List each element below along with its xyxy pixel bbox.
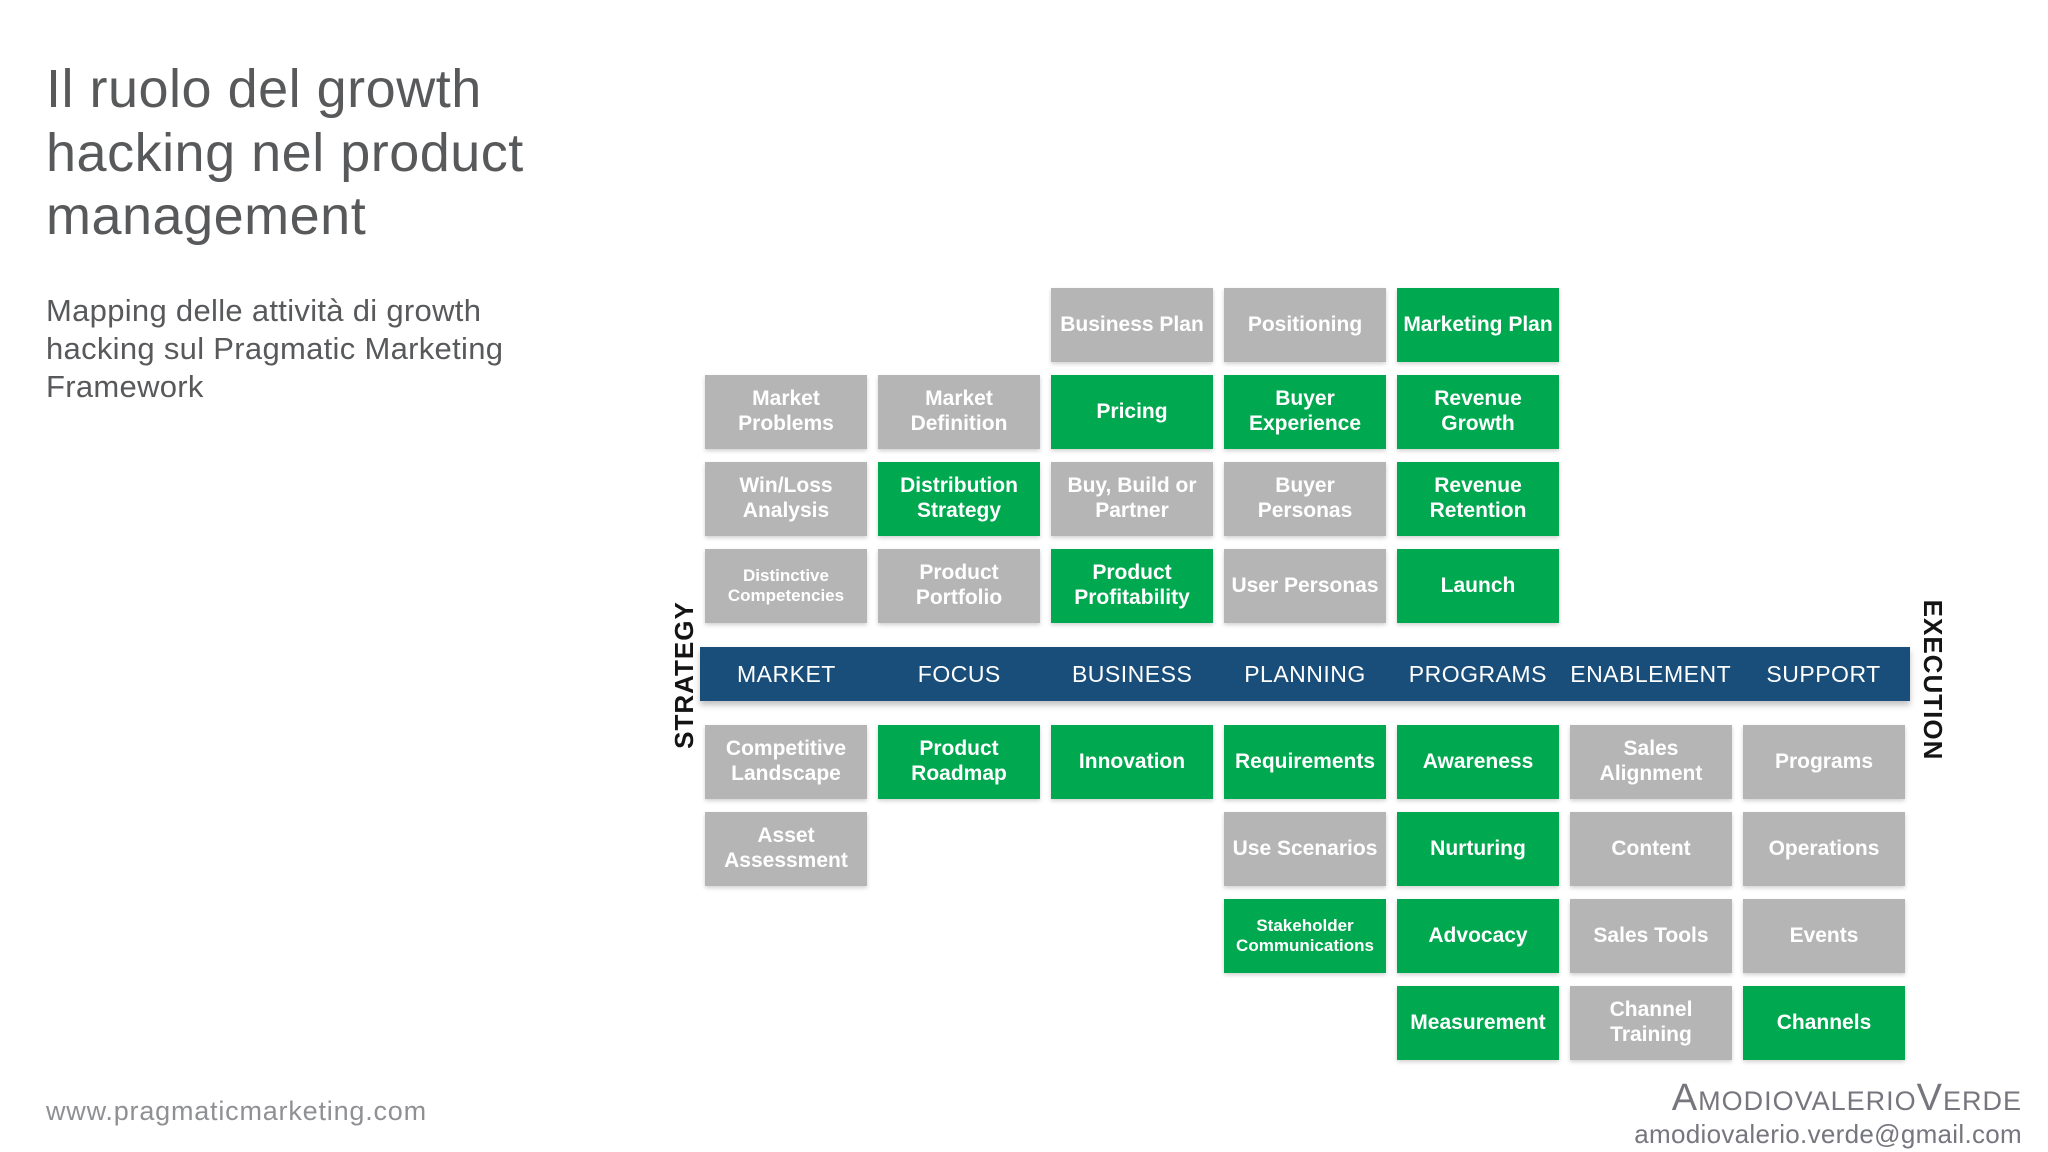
cell-nurturing: Nurturing xyxy=(1397,812,1559,886)
column-header-planning: PLANNING xyxy=(1244,660,1366,687)
cell-asset-assessment: Asset Assessment xyxy=(705,812,867,886)
column-header-support: SUPPORT xyxy=(1766,660,1881,687)
cell-revenue-growth: Revenue Growth xyxy=(1397,375,1559,449)
cell-buyer-personas: Buyer Personas xyxy=(1224,462,1386,536)
cell-business-plan: Business Plan xyxy=(1051,288,1213,362)
cell-sales-alignment: Sales Alignment xyxy=(1570,725,1732,799)
cell-competitive-landscape: Competitive Landscape xyxy=(705,725,867,799)
cell-use-scenarios: Use Scenarios xyxy=(1224,812,1386,886)
execution-axis-label: EXECUTION xyxy=(1918,599,1949,761)
author-first-name: Amodiovalerio xyxy=(1671,1077,1917,1119)
author-email: amodiovalerio.verde@gmail.com xyxy=(1634,1118,2022,1149)
cell-user-personas: User Personas xyxy=(1224,549,1386,623)
cell-distinctive-competencies: Distinctive Competencies xyxy=(705,549,867,623)
cell-innovation: Innovation xyxy=(1051,725,1213,799)
column-header-focus: FOCUS xyxy=(917,660,1001,687)
cell-market-definition: Market Definition xyxy=(878,375,1040,449)
cell-events: Events xyxy=(1743,899,1905,973)
cell-positioning: Positioning xyxy=(1224,288,1386,362)
author-block: AmodiovalerioVerde amodiovalerio.verde@g… xyxy=(1634,1077,2022,1150)
column-header-programs: PROGRAMS xyxy=(1408,660,1547,687)
cell-content: Content xyxy=(1570,812,1732,886)
cell-distribution-strategy: Distribution Strategy xyxy=(878,462,1040,536)
cell-channel-training: Channel Training xyxy=(1570,986,1732,1060)
cell-product-roadmap: Product Roadmap xyxy=(878,725,1040,799)
cell-pricing: Pricing xyxy=(1051,375,1213,449)
cell-channels: Channels xyxy=(1743,986,1905,1060)
cell-advocacy: Advocacy xyxy=(1397,899,1559,973)
strategy-axis-label: STRATEGY xyxy=(668,601,699,749)
pragmatic-marketing-framework-grid: Business Plan Positioning Marketing Plan… xyxy=(700,288,1910,1060)
cell-marketing-plan: Marketing Plan xyxy=(1397,288,1559,362)
column-header-business: BUSINESS xyxy=(1071,660,1193,687)
page-subtitle: Mapping delle attività di growth hacking… xyxy=(46,293,504,404)
column-header-market: MARKET xyxy=(737,660,836,687)
framework-header-bar: MARKET FOCUS BUSINESS PLANNING PROGRAMS … xyxy=(700,647,1910,701)
cell-buyer-experience: Buyer Experience xyxy=(1224,375,1386,449)
page-title: Il ruolo del growth hacking nel product … xyxy=(46,59,524,247)
cell-product-portfolio: Product Portfolio xyxy=(878,549,1040,623)
cell-requirements: Requirements xyxy=(1224,725,1386,799)
cell-revenue-retention: Revenue Retention xyxy=(1397,462,1559,536)
author-name: AmodiovalerioVerde xyxy=(1634,1077,2022,1120)
cell-launch: Launch xyxy=(1397,549,1559,623)
cell-awareness: Awareness xyxy=(1397,725,1559,799)
cell-operations: Operations xyxy=(1743,812,1905,886)
author-last-name: Verde xyxy=(1916,1077,2022,1119)
cell-stakeholder-communications: Stakeholder Communications xyxy=(1224,899,1386,973)
column-header-enablement: ENABLEMENT xyxy=(1570,660,1732,687)
cell-sales-tools: Sales Tools xyxy=(1570,899,1732,973)
cell-market-problems: Market Problems xyxy=(705,375,867,449)
cell-win-loss-analysis: Win/Loss Analysis xyxy=(705,462,867,536)
cell-measurement: Measurement xyxy=(1397,986,1559,1060)
cell-programs: Programs xyxy=(1743,725,1905,799)
website-url: www.pragmaticmarketing.com xyxy=(46,1096,427,1126)
cell-buy-build-or-partner: Buy, Build or Partner xyxy=(1051,462,1213,536)
cell-product-profitability: Product Profitability xyxy=(1051,549,1213,623)
